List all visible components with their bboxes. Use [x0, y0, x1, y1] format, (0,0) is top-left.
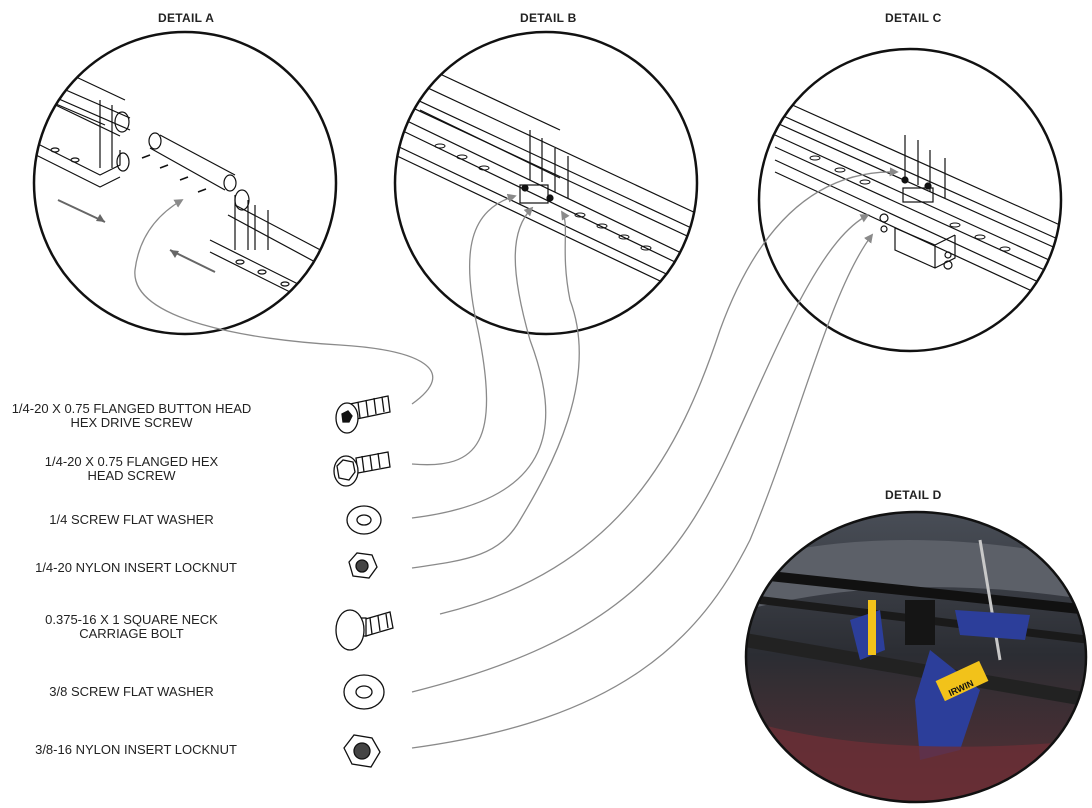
leader-small-washer-to-detail-b — [411, 206, 547, 519]
large-washer-icon — [343, 674, 385, 710]
part-label-large-washer: 3/8 SCREW FLAT WASHER — [49, 684, 214, 699]
leader-carriage-bolt-to-detail-c — [439, 167, 899, 615]
leader-small-locknut-to-detail-b — [411, 210, 580, 569]
detail-c-title: DETAIL C — [885, 11, 942, 25]
leader-button-screw-to-detail-a — [134, 199, 434, 405]
clamp-right: IRWIN — [915, 610, 1030, 760]
small-washer-icon — [346, 505, 382, 535]
leader-lines — [134, 167, 899, 749]
detail-c-circle — [757, 47, 1063, 353]
detail-c-drawing — [769, 94, 1061, 305]
clamp-left — [850, 600, 885, 660]
detail-a-circle — [32, 30, 338, 336]
hex-head-screw-icon — [333, 451, 391, 487]
detail-b-title: DETAIL B — [520, 11, 577, 25]
part-label-small-washer: 1/4 SCREW FLAT WASHER — [49, 512, 214, 527]
leader-hex-screw-to-detail-b — [411, 193, 517, 466]
large-locknut-icon — [343, 734, 381, 768]
detail-b-circle — [393, 30, 699, 336]
detail-a-drawing — [34, 59, 331, 298]
part-label-small-locknut: 1/4-20 NYLON INSERT LOCKNUT — [35, 560, 237, 575]
detail-b-drawing — [395, 59, 697, 301]
detail-d-photo: IRWIN — [746, 512, 1086, 802]
carriage-bolt-icon — [335, 609, 394, 651]
detail-a-title: DETAIL A — [158, 11, 215, 25]
small-locknut-icon — [348, 552, 378, 579]
detail-d-frame — [744, 510, 1088, 804]
part-label-large-locknut: 3/8-16 NYLON INSERT LOCKNUT — [35, 742, 237, 757]
button-head-screw-icon — [335, 395, 391, 434]
detail-d-title: DETAIL D — [885, 488, 942, 502]
leader-large-locknut-to-detail-c — [411, 233, 874, 749]
leader-large-washer-to-detail-c — [411, 214, 870, 693]
